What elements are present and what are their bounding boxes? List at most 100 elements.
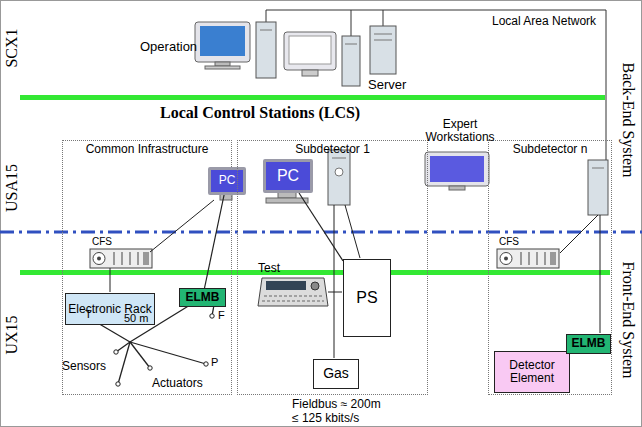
sensor-letter: F (218, 309, 225, 321)
fieldbus-wire (118, 342, 130, 384)
monitor-icon (215, 62, 230, 66)
part-label: Test (258, 262, 280, 275)
bus-note: ≤ 125 kbits/s (292, 412, 359, 425)
sensor-dot (204, 362, 208, 366)
crate-icon (550, 252, 556, 265)
fieldbus-wire (130, 342, 206, 364)
monitor-icon (195, 22, 250, 69)
region-heading: Subdetector n (489, 143, 611, 156)
area-region: Common InfrastructurePCElectronic RackEL… (62, 140, 232, 395)
box-label: ELMB (572, 337, 606, 350)
sensor-dot (116, 382, 120, 386)
crate-icon (138, 252, 139, 265)
elmb-box: ELMB (179, 288, 226, 307)
box-label: PS (356, 289, 377, 307)
zone-bar (20, 95, 605, 100)
crate-icon (114, 252, 115, 265)
tower-slot (374, 34, 392, 35)
crate-icon (90, 249, 152, 268)
sensor-letter: T (85, 308, 92, 320)
detector-box: Detector Element (494, 351, 570, 393)
crate-icon (529, 252, 530, 265)
monitor-icon (284, 32, 336, 76)
crate-icon (545, 252, 546, 265)
zone-bar (20, 270, 610, 275)
test-instrument (311, 282, 319, 290)
crate-icon (504, 257, 508, 261)
test-instrument (266, 281, 306, 290)
lan-wire (383, 10, 384, 26)
box-label: PC (219, 174, 236, 187)
monitor-icon (289, 36, 331, 64)
box-label: Detector Element (495, 359, 569, 385)
box-label: PC (277, 167, 299, 185)
crate-icon (497, 249, 559, 268)
crate-icon (500, 253, 512, 265)
monitor-icon (425, 152, 489, 186)
lan-wire (266, 10, 606, 160)
monitor-icon (302, 70, 318, 76)
tower-slot (332, 158, 346, 159)
layer-name: Back-End System (619, 62, 637, 177)
sensor-dot (114, 350, 118, 354)
part-label: Actuators (152, 377, 203, 390)
box-label: Gas (323, 366, 349, 381)
crate-icon (130, 252, 131, 265)
power-supply-box: PS (343, 259, 391, 337)
cable (328, 292, 342, 293)
layer-name: Front-End System (619, 262, 637, 379)
pc-screen: PC (208, 167, 246, 195)
sensor-letter: P (211, 356, 218, 368)
region-heading: Subdetector 1 (238, 143, 427, 156)
crate-icon (521, 252, 522, 265)
lan-wire (351, 10, 352, 36)
pc-screen: PC (263, 159, 313, 193)
sensor-dot (148, 366, 152, 370)
cable (150, 200, 214, 252)
box-label: ELMB (186, 291, 220, 304)
tower-slot (260, 30, 272, 31)
cable (110, 200, 600, 358)
crate-icon (90, 249, 152, 268)
cable (560, 215, 598, 253)
crate-label: CFS (499, 236, 519, 247)
sensor-dot (210, 314, 214, 318)
test-instrument (262, 301, 324, 302)
monitor-icon (205, 66, 240, 69)
gas-box: Gas (313, 359, 359, 389)
zone-bar (0, 231, 642, 234)
area-region: Subdetector n Detector ElementELMB (488, 140, 612, 395)
cable (334, 205, 335, 358)
monitor-icon (425, 152, 489, 190)
crate-icon (497, 249, 559, 268)
tower-slot (374, 40, 392, 41)
bus-note: Fieldbus ≈ 200m (292, 398, 381, 411)
zone-name: USA15 (3, 164, 21, 212)
monitor-icon (200, 26, 245, 56)
tower-slot (345, 44, 357, 45)
test-instrument (264, 296, 322, 297)
crate-icon (537, 252, 538, 265)
cable (600, 215, 601, 333)
tower-slot (592, 168, 604, 169)
zone-name: SCX1 (3, 28, 21, 67)
tower-icon (256, 22, 276, 78)
part-label: Sensors (62, 360, 106, 373)
tower-slot (335, 168, 343, 176)
crate-label: CFS (92, 236, 112, 247)
tower-icon (588, 160, 608, 215)
band-title: Local Control Stations (LCS) (160, 104, 360, 122)
network-label: Local Area Network (492, 15, 596, 28)
crate-icon (143, 252, 149, 265)
lan-wire (266, 10, 606, 160)
crate-icon (97, 257, 101, 261)
monitor-icon (195, 22, 250, 62)
tower-icon (370, 26, 396, 74)
station-label: Server (368, 78, 406, 92)
cable (345, 205, 360, 258)
tower-icon (342, 36, 360, 86)
bus-cable (205, 195, 225, 288)
zone-bar (0, 95, 642, 275)
crate-icon (122, 252, 123, 265)
